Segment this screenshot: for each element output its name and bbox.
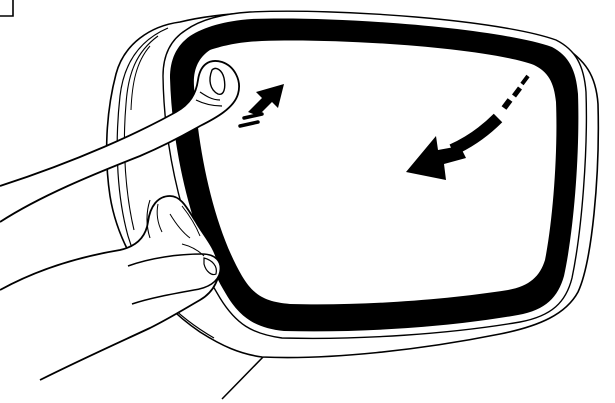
corner-bracket — [0, 0, 13, 16]
leader-line — [222, 355, 265, 399]
